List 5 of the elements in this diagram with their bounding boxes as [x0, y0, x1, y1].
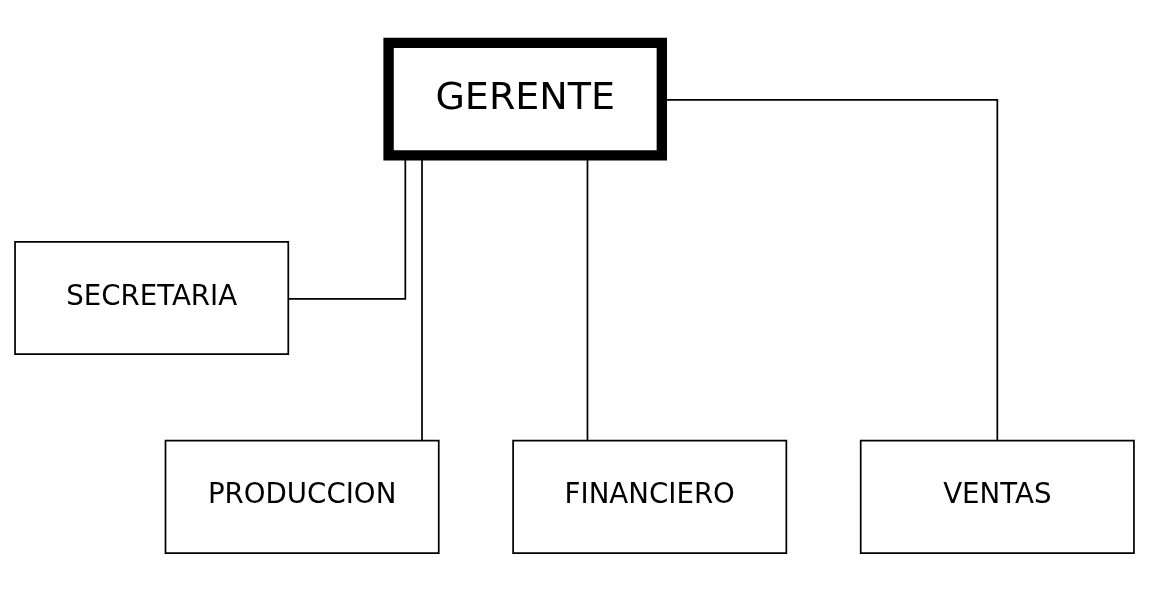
node-box: SECRETARIA: [14, 240, 290, 355]
node-box: FINANCIERO: [512, 439, 788, 554]
node-box: PRODUCCION: [164, 439, 440, 554]
node-box: GERENTE: [383, 37, 668, 160]
node-box: VENTAS: [859, 439, 1135, 554]
